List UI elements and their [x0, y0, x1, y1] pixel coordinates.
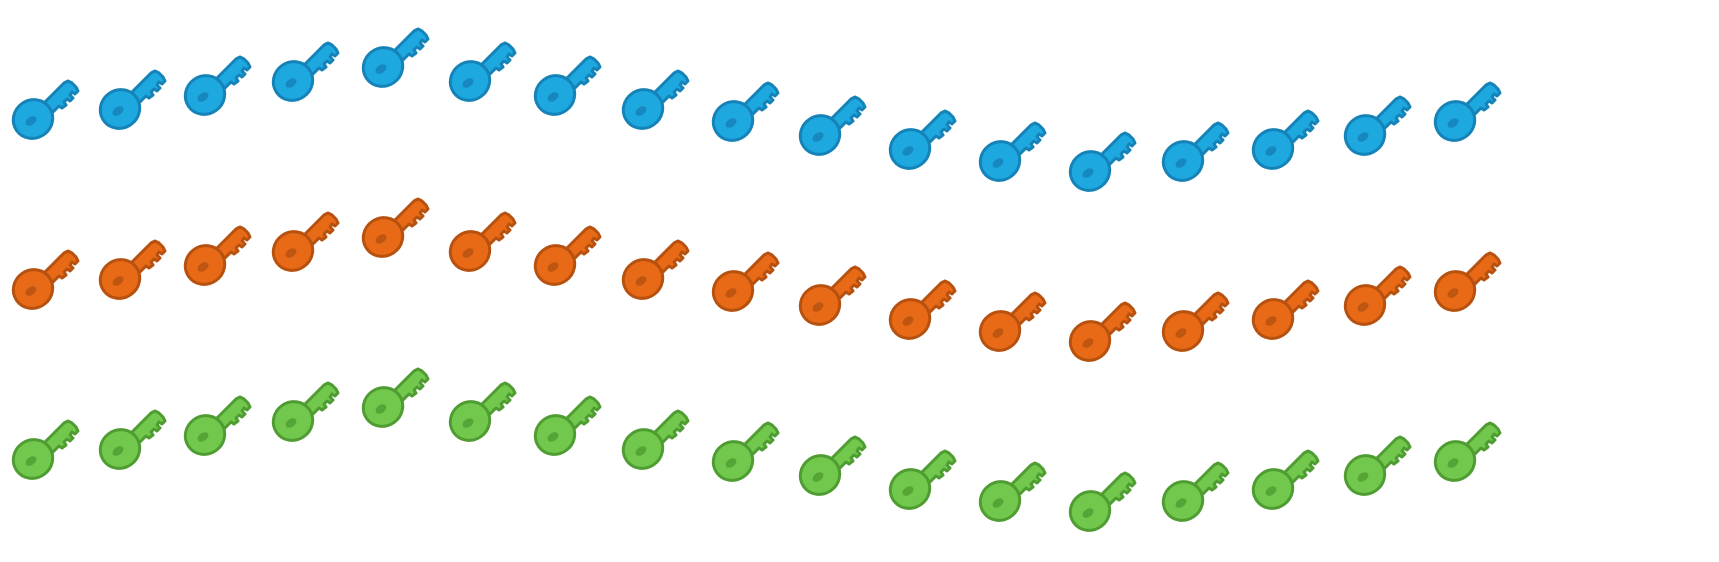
- key-icon: [443, 370, 523, 450]
- key-icon: [356, 186, 436, 266]
- key-icon: [528, 214, 608, 294]
- key-icon: [616, 58, 696, 138]
- key-icon: [973, 450, 1053, 530]
- key-icon: [1428, 410, 1508, 490]
- key-icon: [1338, 84, 1418, 164]
- green-key-row: [0, 340, 1719, 532]
- key-icon: [356, 16, 436, 96]
- key-icon: [883, 98, 963, 178]
- key-icon: [443, 200, 523, 280]
- key-icon: [6, 238, 86, 318]
- key-icon: [178, 214, 258, 294]
- key-icon: [1063, 460, 1143, 540]
- key-icon: [356, 356, 436, 436]
- key-icon: [1156, 450, 1236, 530]
- key-icon: [266, 370, 346, 450]
- key-icon: [528, 384, 608, 464]
- key-icon: [528, 44, 608, 124]
- key-icon: [266, 200, 346, 280]
- key-icon: [6, 408, 86, 488]
- key-icon: [1246, 268, 1326, 348]
- key-icon: [266, 30, 346, 110]
- key-icon: [793, 424, 873, 504]
- blue-key-row: [0, 0, 1719, 192]
- key-icon: [973, 110, 1053, 190]
- key-icon: [93, 58, 173, 138]
- key-icon: [706, 410, 786, 490]
- key-icon: [706, 240, 786, 320]
- key-icon: [616, 228, 696, 308]
- key-icon: [883, 268, 963, 348]
- orange-key-row: [0, 170, 1719, 362]
- key-icon: [1063, 120, 1143, 200]
- key-icon: [793, 254, 873, 334]
- key-icon: [793, 84, 873, 164]
- key-icon: [1156, 280, 1236, 360]
- key-icon: [178, 44, 258, 124]
- key-icon: [1338, 424, 1418, 504]
- key-icon: [93, 228, 173, 308]
- key-icon: [973, 280, 1053, 360]
- key-icon: [6, 68, 86, 148]
- key-icon: [1428, 70, 1508, 150]
- key-icon: [1246, 98, 1326, 178]
- key-icon: [1338, 254, 1418, 334]
- key-icon: [443, 30, 523, 110]
- key-icon: [93, 398, 173, 478]
- key-icon: [1156, 110, 1236, 190]
- key-icon: [1428, 240, 1508, 320]
- key-icon: [706, 70, 786, 150]
- key-icon: [883, 438, 963, 518]
- key-icon: [178, 384, 258, 464]
- key-icon: [616, 398, 696, 478]
- key-icon: [1063, 290, 1143, 370]
- key-icon: [1246, 438, 1326, 518]
